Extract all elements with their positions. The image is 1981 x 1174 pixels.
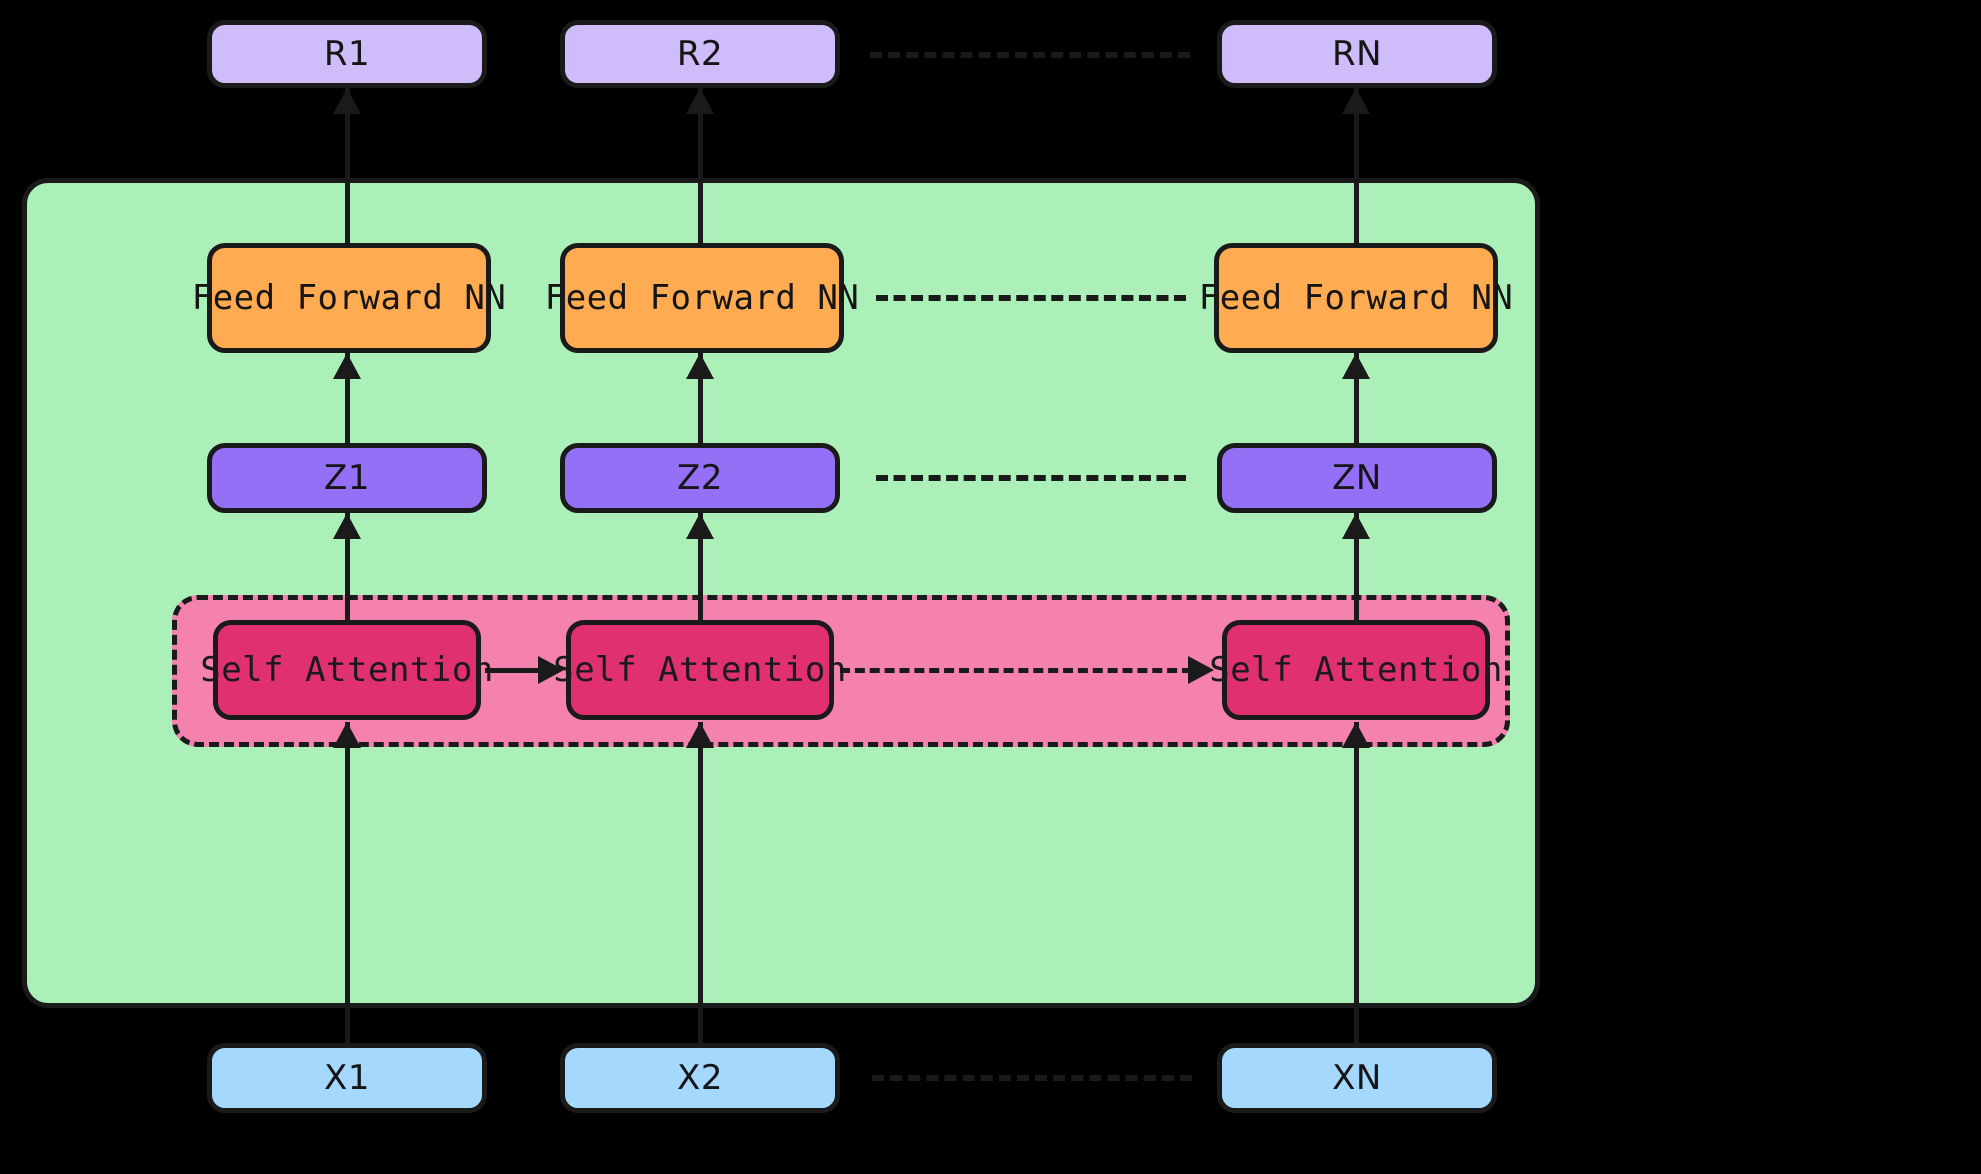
edge-ff2-r2: [698, 88, 703, 246]
edge-san-zn: [1354, 513, 1359, 620]
edge-ff2-ffn: [876, 295, 1186, 301]
edge-z2-zn: [876, 475, 1186, 481]
edge-x1-sa1: [345, 722, 350, 1043]
edge-ff1-r1: [345, 88, 350, 246]
node-x2-label: X2: [677, 1058, 723, 1098]
edge-sa1-sa2-arrowhead: [538, 656, 564, 684]
edge-z1-ff1-arrowhead: [333, 353, 361, 379]
node-sa1-label: Self Attention: [200, 650, 494, 690]
node-r2-label: R2: [676, 34, 724, 74]
edge-sa2-z2-arrowhead: [686, 513, 714, 539]
node-zn-label: ZN: [1332, 458, 1382, 498]
edge-ffn-rn-arrowhead: [1342, 88, 1370, 114]
edge-x1-sa1-arrowhead: [333, 722, 361, 748]
edge-ff1-r1-arrowhead: [333, 88, 361, 114]
node-x2[interactable]: X2: [560, 1043, 840, 1113]
edge-xn-san: [1354, 722, 1359, 1043]
node-z2-label: Z2: [677, 458, 723, 498]
node-ff1[interactable]: Feed Forward NN: [192, 243, 506, 353]
node-xn-label: XN: [1332, 1058, 1382, 1098]
edge-zn-ffn-arrowhead: [1342, 353, 1370, 379]
node-z1-label: Z1: [324, 458, 370, 498]
edge-ff2-r2-arrowhead: [686, 88, 714, 114]
node-x1[interactable]: X1: [207, 1043, 487, 1113]
edge-z2-ff2: [698, 353, 703, 443]
node-rn-label: RN: [1331, 34, 1383, 74]
node-san-label: Self Attention: [1209, 650, 1503, 690]
edge-sa1-z1: [345, 513, 350, 620]
edge-ffn-rn: [1354, 88, 1359, 246]
node-xn[interactable]: XN: [1217, 1043, 1497, 1113]
edge-sa2-san-arrowhead: [1188, 656, 1214, 684]
edge-sa2-san: [840, 668, 1192, 673]
edge-x2-sa2: [698, 722, 703, 1043]
node-z2[interactable]: Z2: [560, 443, 840, 513]
edge-x2-xn: [872, 1075, 1192, 1081]
edge-sa1-sa2: [485, 668, 541, 673]
node-sa2[interactable]: Self Attention: [553, 620, 846, 720]
node-zn[interactable]: ZN: [1217, 443, 1497, 513]
node-ffn-label: Feed Forward NN: [1198, 278, 1514, 318]
node-sa1[interactable]: Self Attention: [200, 620, 493, 720]
node-ffn[interactable]: Feed Forward NN: [1199, 243, 1513, 353]
edge-xn-san-arrowhead: [1342, 722, 1370, 748]
node-san[interactable]: Self Attention: [1209, 620, 1502, 720]
node-r1-label: R1: [323, 34, 371, 74]
node-z1[interactable]: Z1: [207, 443, 487, 513]
node-r1[interactable]: R1: [207, 20, 487, 88]
node-r2[interactable]: R2: [560, 20, 840, 88]
edge-z2-ff2-arrowhead: [686, 353, 714, 379]
node-x1-label: X1: [324, 1058, 370, 1098]
node-ff1-label: Feed Forward NN: [191, 278, 507, 318]
edge-sa2-z2: [698, 513, 703, 620]
node-ff2-label: Feed Forward NN: [544, 278, 860, 318]
node-ff2[interactable]: Feed Forward NN: [545, 243, 859, 353]
edge-r2-rn: [870, 52, 1190, 58]
node-rn[interactable]: RN: [1217, 20, 1497, 88]
edge-z1-ff1: [345, 353, 350, 443]
edge-x2-sa2-arrowhead: [686, 722, 714, 748]
edge-sa1-z1-arrowhead: [333, 513, 361, 539]
edge-san-zn-arrowhead: [1342, 513, 1370, 539]
node-sa2-label: Self Attention: [553, 650, 847, 690]
edge-zn-ffn: [1354, 353, 1359, 443]
